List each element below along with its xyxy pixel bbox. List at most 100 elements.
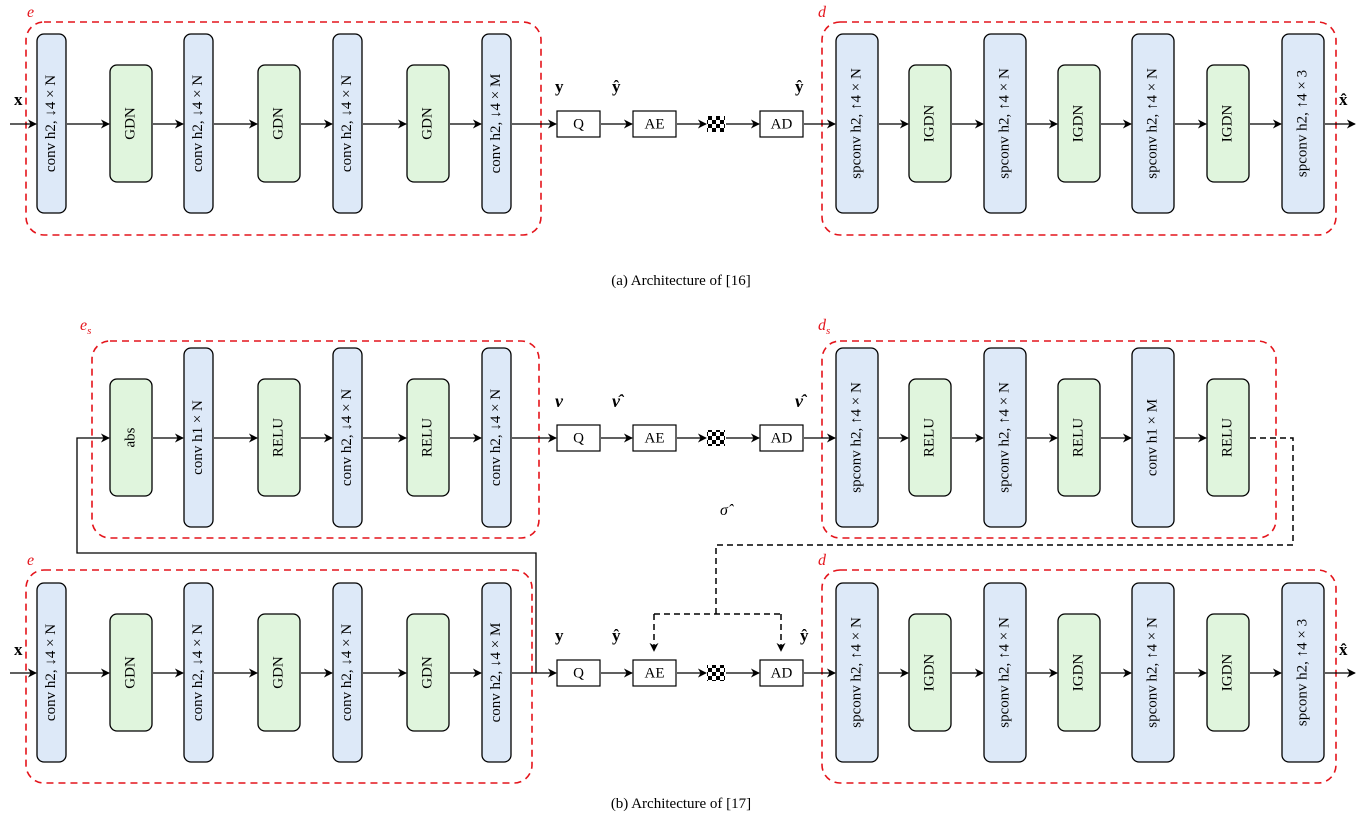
quantizer-label: Q bbox=[573, 116, 584, 132]
main-decoder-block-3 bbox=[983, 582, 1027, 763]
hyper-quantizer-label: Q bbox=[573, 430, 584, 446]
quantized-y-label-2: ŷ bbox=[795, 77, 804, 96]
hyper-decoder-block-2 bbox=[908, 378, 952, 497]
main-encoder-block-5 bbox=[332, 582, 363, 763]
main-arithmetic-encoder-box bbox=[632, 659, 677, 687]
output-x-label: x̂ bbox=[1339, 90, 1348, 109]
main-bitstream-icon bbox=[707, 665, 725, 681]
decoder-block-5 bbox=[1131, 33, 1175, 214]
decoder-block-5-label: spconv h2, ↑4 × N bbox=[1144, 68, 1160, 179]
main-decoder-block-6 bbox=[1206, 613, 1250, 732]
hyper-decoder-block-6-label: RELU bbox=[1219, 418, 1235, 457]
hyper-encoder-block-3 bbox=[257, 378, 301, 497]
main-decoder-group-label: d bbox=[818, 552, 827, 569]
hyper-encoder-block-5-label: RELU bbox=[419, 418, 435, 457]
main-decoder-block-1 bbox=[835, 582, 879, 763]
main-encoder-group-label: e bbox=[27, 552, 34, 569]
decoder-block-1-label: spconv h2, ↑4 × N bbox=[848, 68, 864, 179]
encoder-block-2 bbox=[109, 64, 153, 183]
main-encoder-block-6-label: GDN bbox=[419, 656, 435, 689]
hyper-arithmetic-encoder-box bbox=[632, 424, 677, 452]
hyper-encoder-block-4 bbox=[332, 347, 363, 528]
decoder-group-border bbox=[821, 21, 1337, 236]
decoder-block-1 bbox=[835, 33, 879, 214]
main-encoder-block-4-label: GDN bbox=[270, 656, 286, 689]
arithmetic-encoder-label: AE bbox=[645, 116, 665, 132]
hyper-arithmetic-decoder-label: AD bbox=[771, 430, 793, 446]
main-encoder-blocks: conv h2, ↓4 × N GDN conv h2, ↓4 × N GDN … bbox=[36, 582, 512, 763]
decoder-block-3 bbox=[983, 33, 1027, 214]
diagram-a: e d conv h2, ↓4 × N GDN conv h2, ↓4 × N … bbox=[10, 4, 1356, 289]
decoder-group-label: d bbox=[818, 4, 827, 21]
hyper-arithmetic-decoder-box bbox=[759, 424, 804, 452]
quantizer-box bbox=[556, 110, 601, 138]
main-arithmetic-encoder-label: AE bbox=[645, 665, 665, 681]
main-encoder-block-7-label: conv h2, ↓4 × M bbox=[488, 623, 504, 723]
main-output-x-label: x̂ bbox=[1339, 640, 1348, 659]
hyper-decoder-block-3 bbox=[983, 347, 1027, 528]
encoder-block-5 bbox=[332, 33, 363, 214]
main-encoder-block-1-label: conv h2, ↓4 × N bbox=[43, 624, 59, 721]
sigma-dashed-path bbox=[649, 437, 1294, 652]
flow-arrows-hyper bbox=[76, 433, 1207, 673]
encoder-blocks: conv h2, ↓4 × N GDN conv h2, ↓4 × N GDN … bbox=[36, 33, 512, 214]
main-decoder-block-5-label: spconv h2, ↑4 × N bbox=[1144, 617, 1160, 728]
main-decoder-block-6-label: IGDN bbox=[1219, 654, 1235, 692]
encoder-block-2-label: GDN bbox=[122, 107, 138, 140]
main-latent-y-label: y bbox=[555, 626, 564, 645]
hyper-latent-nu-label: ν bbox=[555, 391, 564, 411]
main-encoder-block-7 bbox=[481, 582, 512, 763]
main-encoder-block-6 bbox=[406, 613, 450, 732]
main-encoder-block-5-label: conv h2, ↓4 × N bbox=[339, 624, 355, 721]
hyper-decoder-block-4-label: RELU bbox=[1070, 418, 1086, 457]
main-decoder-group-border bbox=[821, 569, 1337, 784]
hyper-decoder-block-4 bbox=[1057, 378, 1101, 497]
main-decoder-block-2 bbox=[908, 613, 952, 732]
decoder-blocks: spconv h2, ↑4 × N IGDN spconv h2, ↑4 × N… bbox=[835, 33, 1325, 214]
hyper-encoder-block-1-label: abs bbox=[122, 427, 138, 447]
main-encoder-block-3 bbox=[183, 582, 214, 763]
encoder-block-4-label: GDN bbox=[270, 107, 286, 140]
main-input-x-label: x bbox=[14, 640, 23, 659]
decoder-block-2-label: IGDN bbox=[921, 105, 937, 143]
hyper-encoder-block-3-label: RELU bbox=[270, 418, 286, 457]
hyper-decoder-group-label: ds bbox=[818, 317, 830, 337]
hyper-quantized-nu-label-1: ν̂ bbox=[612, 391, 625, 411]
main-quantizer-box bbox=[556, 659, 601, 687]
encoder-block-3 bbox=[183, 33, 214, 214]
main-decoder-block-5 bbox=[1131, 582, 1175, 763]
encoder-group-label: e bbox=[27, 4, 34, 21]
diagram-b-main: e d conv h2, ↓4 × N GDN conv h2, ↓4 × N … bbox=[10, 552, 1356, 812]
arithmetic-decoder-box bbox=[759, 110, 804, 138]
encoder-block-5-label: conv h2, ↓4 × N bbox=[339, 75, 355, 172]
decoder-block-7 bbox=[1281, 33, 1325, 214]
main-decoder-blocks: spconv h2, ↑4 × N IGDN spconv h2, ↑4 × N… bbox=[835, 582, 1325, 763]
decoder-block-6 bbox=[1206, 64, 1250, 183]
encoder-block-6-label: GDN bbox=[419, 107, 435, 140]
encoder-block-1-label: conv h2, ↓4 × N bbox=[43, 75, 59, 172]
hyper-encoder-block-2 bbox=[183, 347, 214, 528]
main-encoder-block-2-label: GDN bbox=[122, 656, 138, 689]
encoder-block-6 bbox=[406, 64, 450, 183]
encoder-block-1 bbox=[36, 33, 67, 214]
hyper-encoder-blocks: abs conv h1 × N RELU conv h2, ↓4 × N REL… bbox=[109, 347, 512, 528]
hyper-decoder-block-1 bbox=[835, 347, 879, 528]
caption-a: (a) Architecture of [16] bbox=[611, 273, 751, 289]
hyper-quantizer-box bbox=[556, 424, 601, 452]
hyper-decoder-block-1-label: spconv h2, ↑4 × N bbox=[848, 382, 864, 493]
main-decoder-block-7-label: spconv h2, ↑4 × 3 bbox=[1294, 619, 1310, 726]
encoder-block-3-label: conv h2, ↓4 × N bbox=[190, 75, 206, 172]
input-x-label: x bbox=[14, 90, 23, 109]
arithmetic-encoder-box bbox=[632, 110, 677, 138]
bitstream-icon bbox=[707, 116, 725, 132]
decoder-block-2 bbox=[908, 64, 952, 183]
decoder-block-7-label: spconv h2, ↑4 × 3 bbox=[1294, 70, 1310, 177]
decoder-block-4-label: IGDN bbox=[1070, 105, 1086, 143]
encoder-block-7 bbox=[481, 33, 512, 214]
main-encoder-block-4 bbox=[257, 613, 301, 732]
main-encoder-group-border bbox=[25, 569, 533, 784]
hyper-encoder-block-6 bbox=[481, 347, 512, 528]
hyper-encoder-block-1 bbox=[109, 378, 153, 497]
hyper-encoder-block-5 bbox=[406, 378, 450, 497]
sigma-hat-label: σ̂ bbox=[720, 502, 734, 519]
